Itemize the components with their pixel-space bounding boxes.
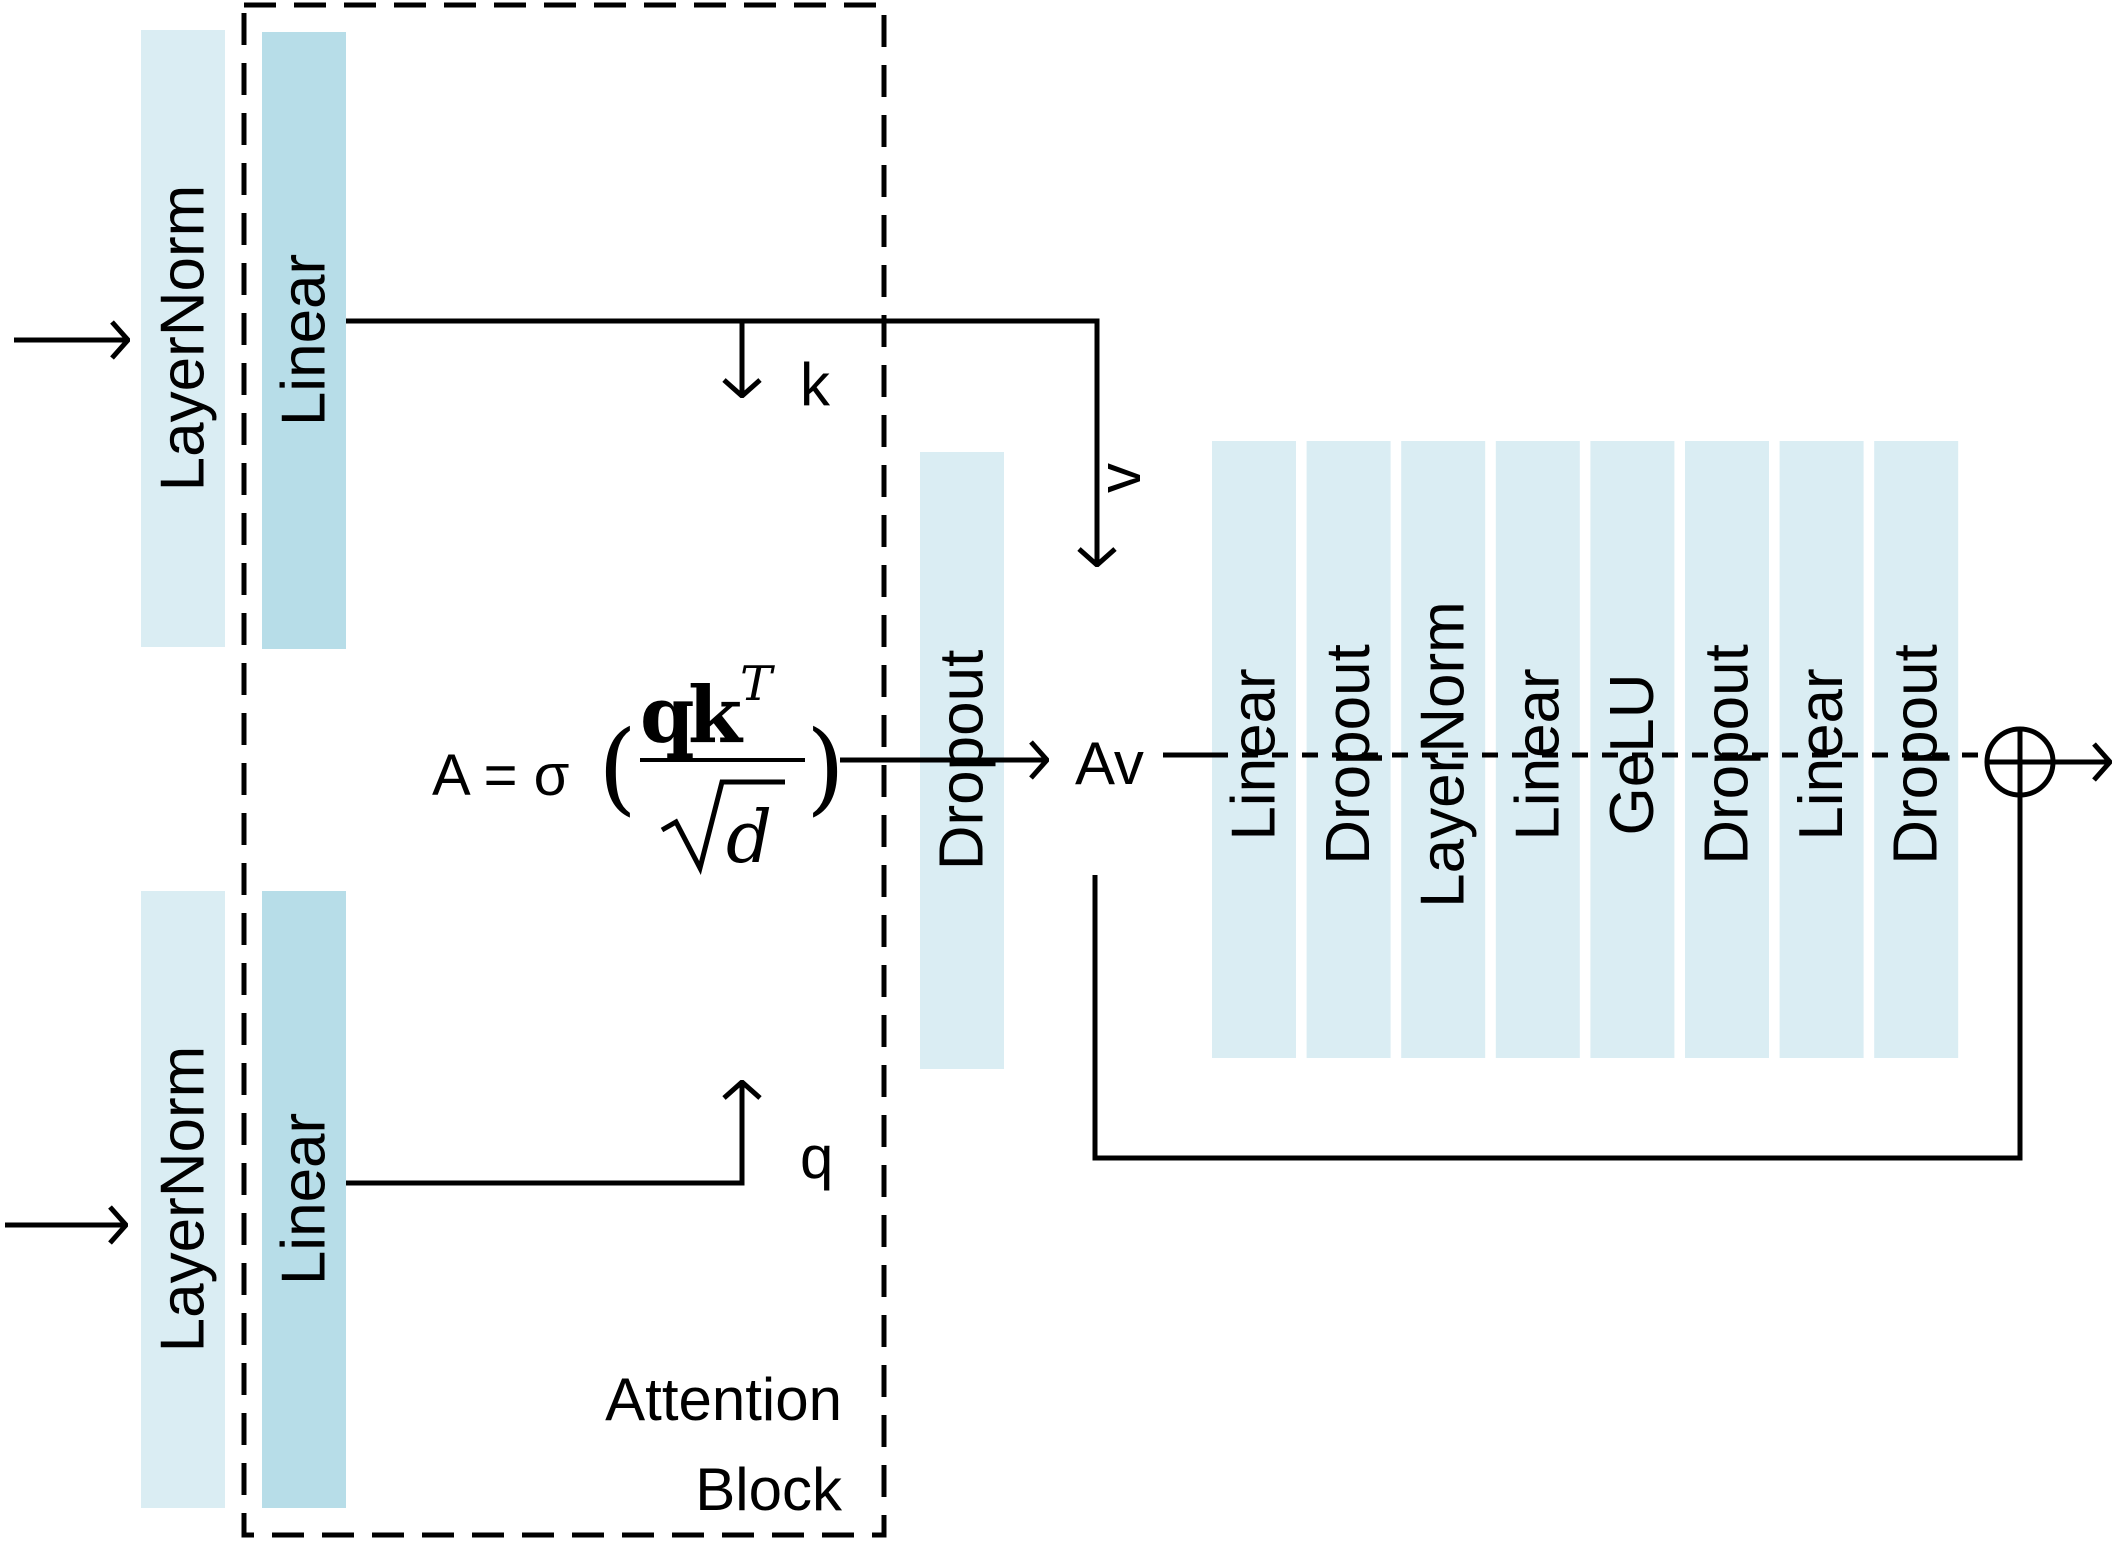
mlp-block-background [1874, 441, 1959, 1058]
mlp-block-background [1212, 441, 1296, 1058]
mlp-block-3: LayerNorm [1401, 441, 1486, 1058]
mlp-block-5: GeLU [1590, 441, 1675, 1058]
sqrt-icon [660, 779, 785, 875]
attention-block-title-line2: Block [695, 1456, 843, 1523]
formula-superscript: T [740, 656, 775, 712]
mlp-block-1: Linear [1212, 441, 1296, 1058]
bottom-layernorm-label: LayerNorm [149, 1046, 218, 1353]
mlp-block-background [1401, 441, 1486, 1058]
bottom-linear-block: Linear [262, 891, 346, 1508]
mlp-block-8: Dropout [1874, 441, 1959, 1058]
q-label: q [800, 1124, 833, 1191]
formula-numerator-q: q [640, 670, 695, 761]
q-arrow [346, 1082, 742, 1186]
k-label: k [800, 351, 831, 418]
v-label: v [1086, 463, 1153, 493]
mlp-block-6: Dropout [1685, 441, 1769, 1058]
mlp-block-7: Linear [1779, 441, 1864, 1058]
mlp-block-4: Linear [1495, 441, 1580, 1058]
attention-formula: A = σ ( q k T d ) [432, 656, 845, 879]
top-layernorm-label: LayerNorm [149, 185, 218, 492]
formula-open-paren: ( [598, 709, 637, 826]
top-linear-block: Linear [262, 32, 346, 649]
mlp-block-background [1685, 441, 1769, 1058]
residual-connection-line [1092, 790, 2023, 1161]
attention-block-border [241, 2, 887, 1538]
mlp-block-background [1779, 441, 1864, 1058]
formula-lhs: A = σ [432, 743, 569, 808]
formula-numerator-k: k [688, 670, 744, 761]
formula-denominator: d [726, 795, 772, 879]
mlp-block-background [1495, 441, 1580, 1058]
mlp-block-background [1306, 441, 1391, 1058]
top-linear-label: Linear [270, 254, 339, 426]
attention-block-title-line1: Attention [605, 1366, 842, 1433]
circle-plus-icon [1984, 726, 2056, 798]
top-linear-output-line [346, 318, 1097, 565]
bottom-layernorm-block: LayerNorm [141, 891, 225, 1508]
mlp-block-background [1590, 441, 1675, 1058]
mlp-block-2: Dropout [1306, 441, 1391, 1058]
formula-close-paren: ) [806, 709, 845, 826]
bottom-linear-label: Linear [270, 1113, 339, 1285]
av-label: Av [1075, 730, 1144, 797]
top-layernorm-block: LayerNorm [141, 30, 225, 647]
